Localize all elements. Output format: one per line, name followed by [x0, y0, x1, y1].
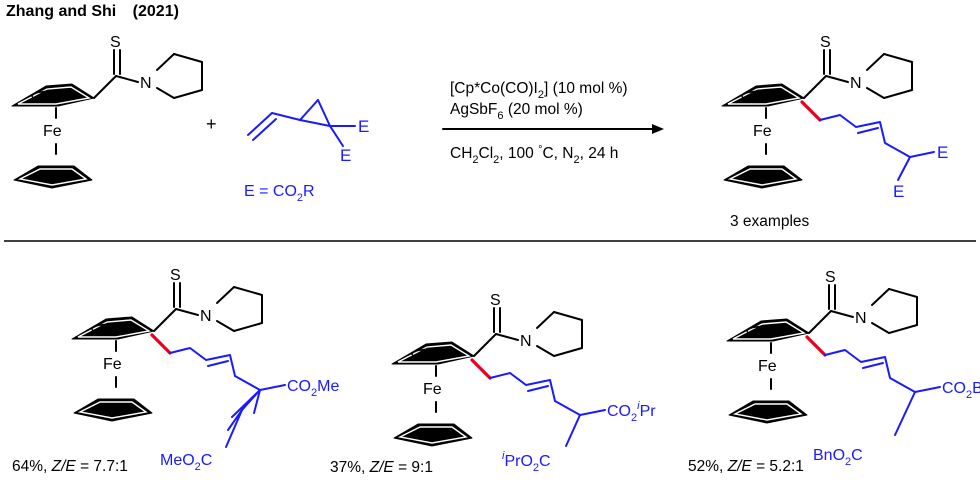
iron-atom: Fe [103, 356, 122, 373]
iron-atom: Fe [758, 358, 777, 375]
example-product-2: S N CO2iPr iPrO2C Fe [391, 292, 656, 474]
ester-e-label: E [358, 117, 369, 136]
sulfur-atom: S [490, 292, 501, 309]
example-2-yield: 37%, Z/E = 9:1 [330, 459, 433, 476]
example-product-3: S N CO2Bn BnO2C Fe [726, 269, 980, 468]
svg-text:Zhang and Shi (2021): Zhang and Shi (2021) [6, 3, 179, 20]
ester-co2bn: CO2Bn [942, 380, 980, 401]
ester-e-label: E [893, 182, 904, 201]
reaction-arrow [442, 124, 664, 134]
ester-co2ipr: CO2iPr [607, 400, 656, 424]
nitrogen-atom: N [850, 75, 862, 92]
ester-meo2c: MeO2C [160, 452, 212, 473]
example-product-1: S N CO2Me MeO2C Fe [71, 267, 339, 473]
ester-co2me: CO2Me [287, 378, 339, 399]
general-product: S N E E Fe [721, 34, 948, 201]
iron-atom: Fe [753, 123, 772, 140]
year-label: (2021) [133, 3, 179, 20]
additive-condition: AgSbF6 (20 mol %) [450, 101, 583, 122]
ferrocene-thioamide-reactant: S N Fe [11, 34, 203, 189]
example-1-yield: 64%, Z/E = 7.7:1 [12, 458, 128, 475]
ester-e-label: E [340, 146, 351, 165]
catalyst-condition: [Cp*Co(CO)I2] (10 mol %) [450, 80, 628, 101]
sulfur-atom: S [110, 34, 121, 51]
nitrogen-atom: N [140, 75, 152, 92]
vinylcyclopropane-reactant: E E E = CO2R [244, 99, 369, 204]
authors-label: Zhang and Shi [6, 3, 116, 20]
nitrogen-atom: N [520, 333, 532, 350]
plus-sign: + [206, 114, 217, 134]
sulfur-atom: S [825, 269, 836, 286]
nitrogen-atom: N [200, 308, 212, 325]
ester-e-label: E [937, 143, 948, 162]
e-definition: E = CO2R [244, 183, 315, 204]
example-3-yield: 52%, Z/E = 5.2:1 [688, 458, 804, 475]
solvent-temperature-condition: CH2Cl2, 100 °C, N2, 24 h [450, 144, 618, 166]
sulfur-atom: S [170, 267, 181, 284]
examples-count: 3 examples [730, 213, 810, 230]
iron-atom: Fe [43, 123, 62, 140]
nitrogen-atom: N [855, 310, 867, 327]
ester-bno2c: BnO2C [813, 447, 863, 468]
ester-ipro2c: iPrO2C [502, 450, 551, 474]
sulfur-atom: S [820, 34, 831, 51]
iron-atom: Fe [423, 381, 442, 398]
